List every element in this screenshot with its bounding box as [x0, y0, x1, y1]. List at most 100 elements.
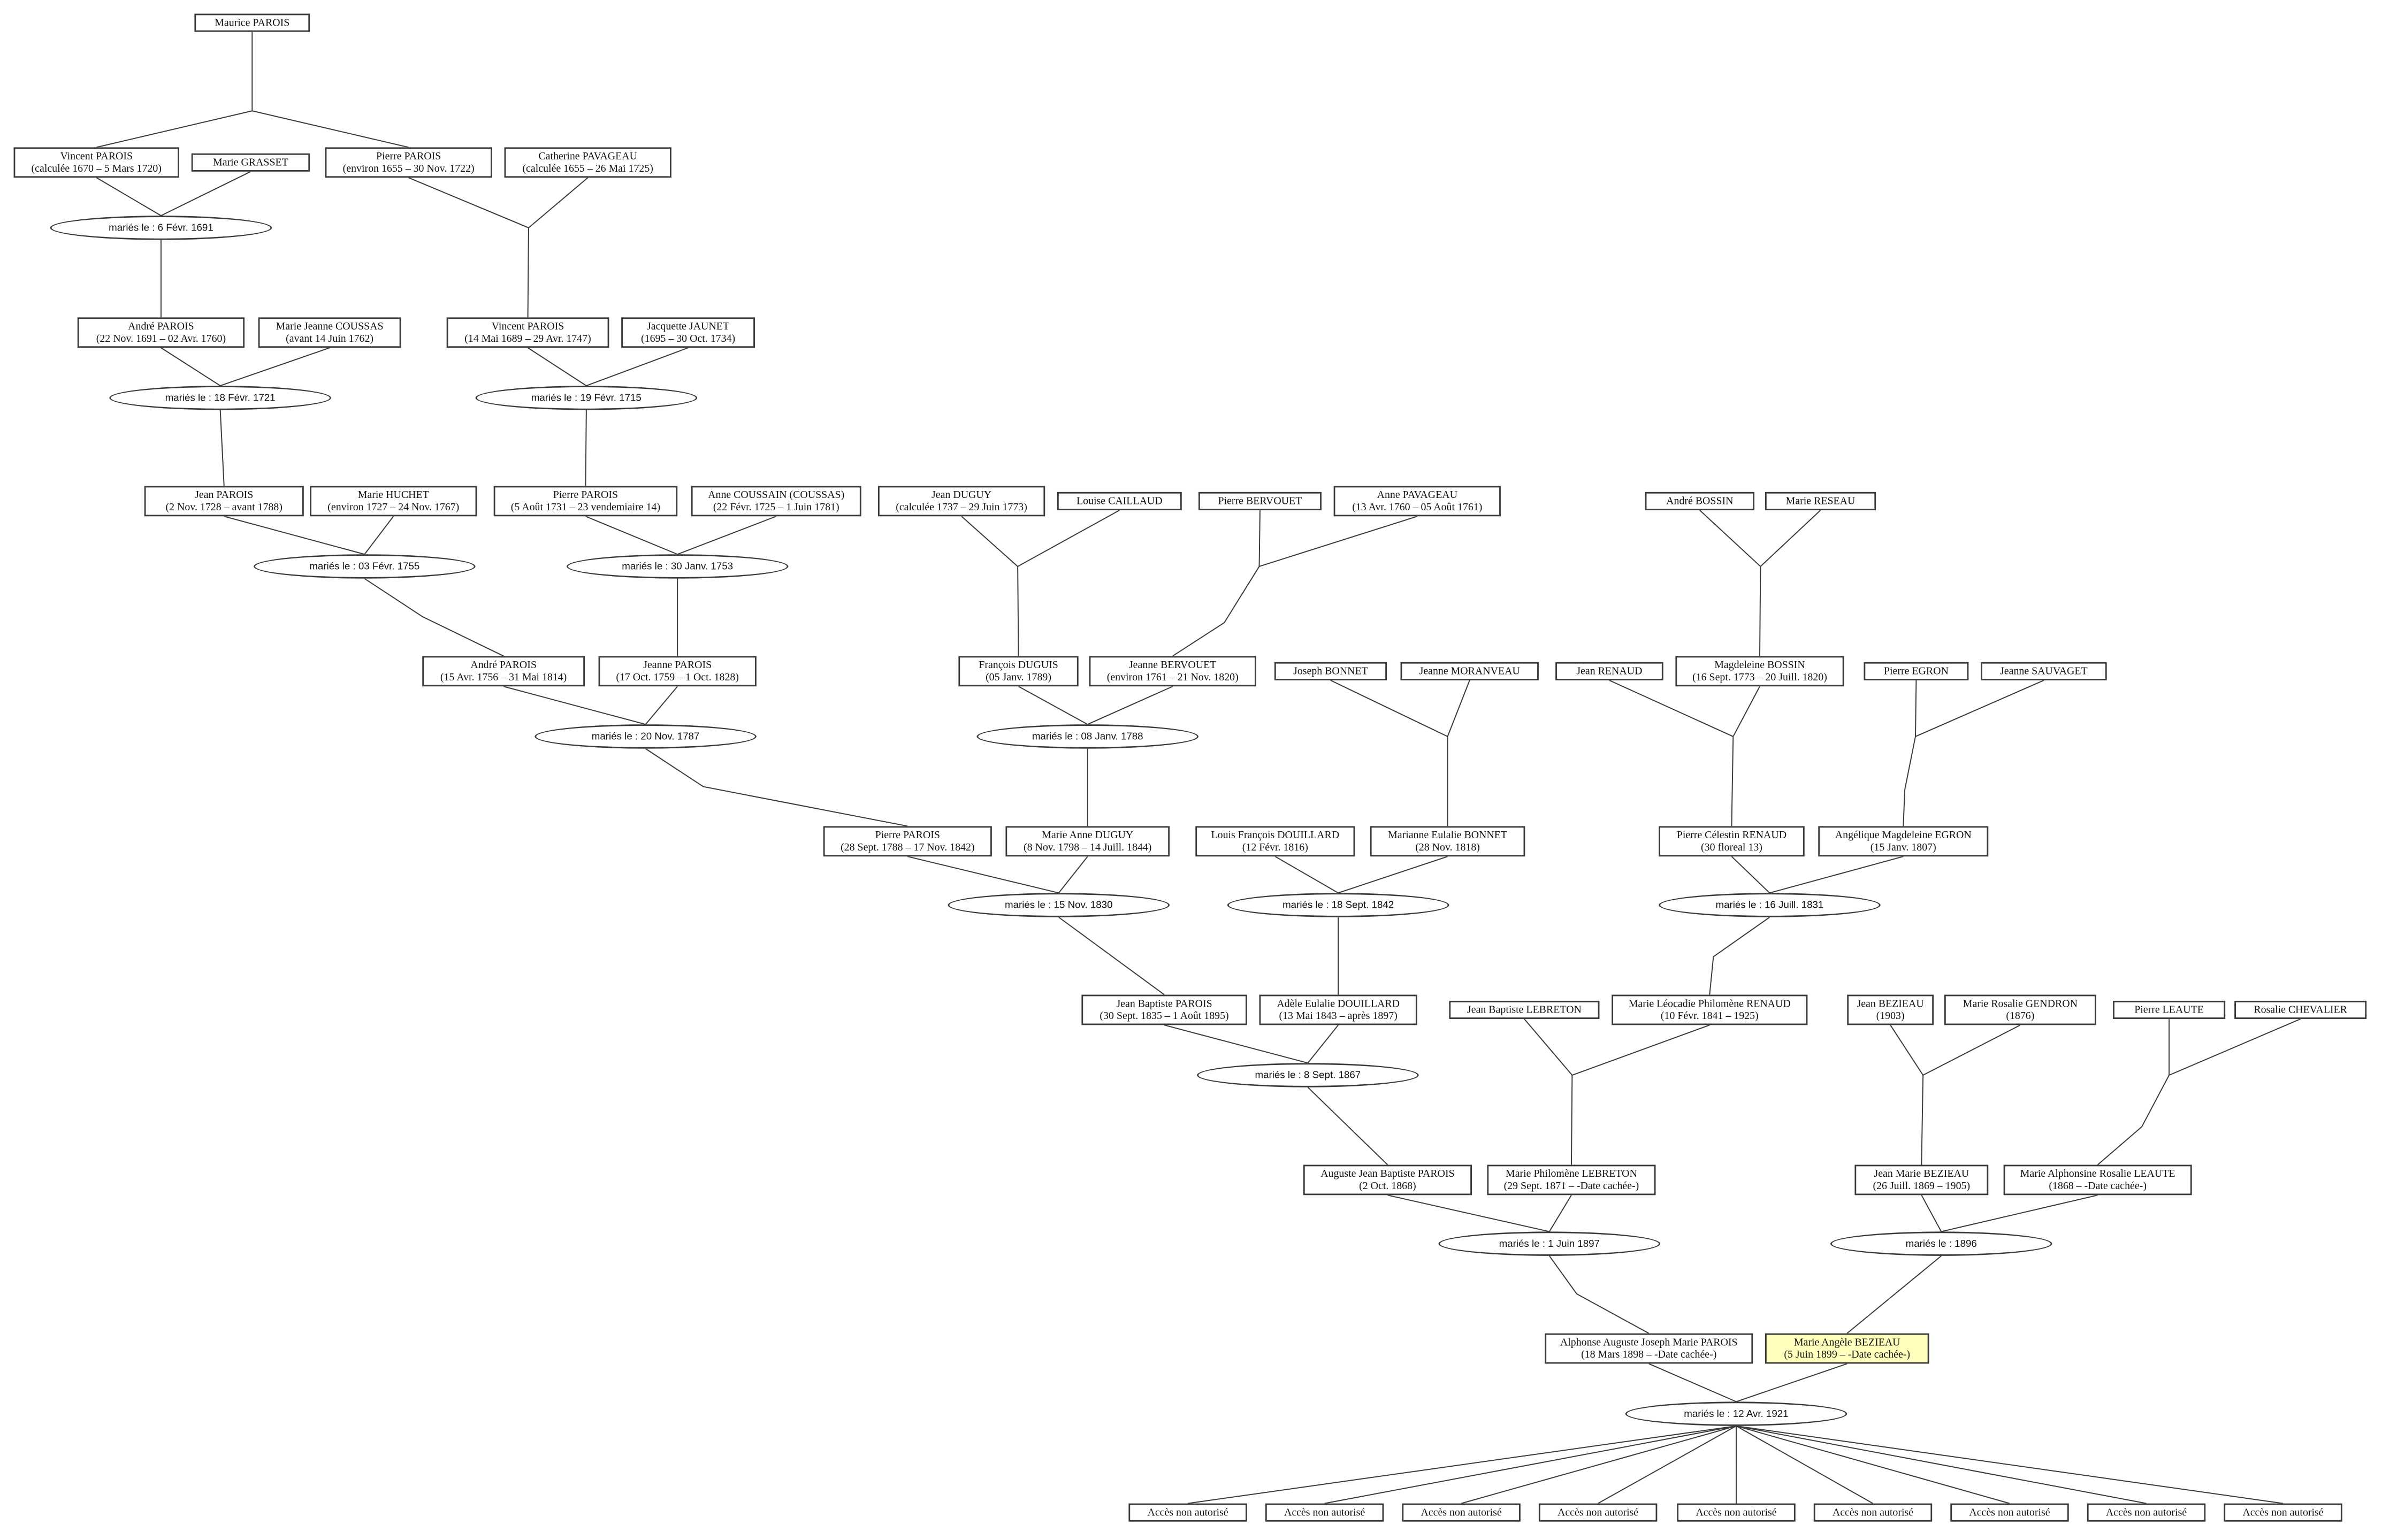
person-pierre1[interactable]: Pierre PAROIS(environ 1655 – 30 Nov. 172… — [325, 147, 492, 178]
person-name: Louis François DOUILLARD — [1211, 829, 1340, 841]
child-restricted[interactable]: Accès non autorisé — [1402, 1503, 1521, 1522]
person-name: Pierre BERVOUET — [1218, 495, 1302, 508]
person-catherine[interactable]: Catherine PAVAGEAU(calculée 1655 – 26 Ma… — [504, 147, 671, 178]
person-dates: (18 Mars 1898 – -Date cachée-) — [1581, 1349, 1717, 1361]
person-dates: (environ 1655 – 30 Nov. 1722) — [342, 162, 475, 175]
person-marie-huchet[interactable]: Marie HUCHET(environ 1727 – 24 Nov. 1767… — [310, 486, 477, 517]
person-jeanne-moranveau[interactable]: Jeanne MORANVEAU — [1400, 662, 1539, 680]
person-dates: (2 Oct. 1868) — [1359, 1179, 1416, 1192]
person-marie-angele[interactable]: Marie Angèle BEZIEAU(5 Juin 1899 – -Date… — [1765, 1333, 1929, 1364]
marriage-1921: mariés le : 12 Avr. 1921 — [1625, 1401, 1847, 1426]
person-pierre-leaute[interactable]: Pierre LEAUTE — [2113, 1000, 2226, 1019]
person-pierre-bervouet[interactable]: Pierre BERVOUET — [1198, 492, 1322, 510]
person-dates: (5 Juin 1899 – -Date cachée-) — [1784, 1349, 1911, 1361]
person-jean-marie-bezieau[interactable]: Jean Marie BEZIEAU(26 Juill. 1869 – 1905… — [1854, 1164, 1989, 1196]
person-jeanne-sauvaget[interactable]: Jeanne SAUVAGET — [1981, 662, 2107, 680]
person-pierre2[interactable]: Pierre PAROIS(5 Août 1731 – 23 vendemiai… — [493, 486, 678, 517]
person-jb-parois[interactable]: Jean Baptiste PAROIS(30 Sept. 1835 – 1 A… — [1081, 994, 1247, 1025]
person-marie-alphonsine[interactable]: Marie Alphonsine Rosalie LEAUTE(1868 – -… — [2003, 1164, 2192, 1196]
marriage-1753: mariés le : 30 Janv. 1753 — [566, 554, 789, 579]
person-jean-parois[interactable]: Jean PAROIS(2 Nov. 1728 – avant 1788) — [144, 486, 304, 517]
person-jean-bezieau[interactable]: Jean BEZIEAU(1903) — [1847, 994, 1934, 1025]
person-vincent2[interactable]: Vincent PAROIS(14 Mai 1689 – 29 Avr. 174… — [446, 317, 609, 348]
person-marie-reseau[interactable]: Marie RESEAU — [1765, 492, 1876, 510]
person-dates: (1876) — [2006, 1009, 2035, 1022]
child-restricted[interactable]: Accès non autorisé — [2224, 1503, 2342, 1522]
person-pierre3[interactable]: Pierre PAROIS(28 Sept. 1788 – 17 Nov. 18… — [823, 826, 992, 857]
child-restricted[interactable]: Accès non autorisé — [1128, 1503, 1247, 1522]
person-vincent1[interactable]: Vincent PAROIS(calculée 1670 – 5 Mars 17… — [13, 147, 180, 178]
child-restricted[interactable]: Accès non autorisé — [2087, 1503, 2206, 1522]
person-dates: (22 Nov. 1691 – 02 Avr. 1760) — [96, 332, 226, 345]
person-marie-rosalie[interactable]: Marie Rosalie GENDRON(1876) — [1944, 994, 2096, 1025]
child-restricted[interactable]: Accès non autorisé — [1677, 1503, 1796, 1522]
marriage-1842: mariés le : 18 Sept. 1842 — [1227, 893, 1449, 917]
person-name: Vincent PAROIS — [60, 150, 133, 163]
person-name: Marie Rosalie GENDRON — [1963, 998, 2078, 1010]
person-marie-leocadie[interactable]: Marie Léocadie Philomène RENAUD(10 Févr.… — [1612, 994, 1808, 1025]
person-francois-duguis[interactable]: François DUGUIS(05 Janv. 1789) — [958, 656, 1079, 687]
person-dates: (14 Mai 1689 – 29 Avr. 1747) — [464, 332, 591, 345]
person-anne-pavageau[interactable]: Anne PAVAGEAU(13 Avr. 1760 – 05 Août 176… — [1333, 486, 1501, 517]
person-marie-grasset[interactable]: Marie GRASSET — [191, 153, 310, 172]
child-restricted[interactable]: Accès non autorisé — [1538, 1503, 1658, 1522]
person-anne-coussain[interactable]: Anne COUSSAIN (COUSSAS)(22 Févr. 1725 – … — [691, 486, 861, 517]
person-jean-duguy[interactable]: Jean DUGUY(calculée 1737 – 29 Juin 1773) — [877, 486, 1045, 517]
person-marianne-bonnet[interactable]: Marianne Eulalie BONNET(28 Nov. 1818) — [1370, 826, 1525, 857]
marriage-1831: mariés le : 16 Juill. 1831 — [1659, 893, 1881, 917]
person-dates: (1903) — [1876, 1009, 1905, 1022]
person-name: Pierre LEAUTE — [2134, 1003, 2204, 1016]
marriage-1691: mariés le : 6 Févr. 1691 — [50, 216, 272, 240]
person-dates: (28 Nov. 1818) — [1415, 841, 1480, 854]
person-name: Jeanne SAUVAGET — [2000, 665, 2088, 678]
person-name: Marie RESEAU — [1785, 495, 1856, 508]
person-pierre-egron[interactable]: Pierre EGRON — [1864, 662, 1969, 680]
person-andre-bossin[interactable]: André BOSSIN — [1645, 492, 1755, 510]
person-dates: (28 Sept. 1788 – 17 Nov. 1842) — [841, 841, 975, 854]
person-name: Jeanne MORANVEAU — [1419, 665, 1520, 678]
person-name: Marie Philomène LEBRETON — [1506, 1168, 1637, 1180]
person-adele[interactable]: Adèle Eulalie DOUILLARD(13 Mai 1843 – ap… — [1259, 994, 1417, 1025]
person-dates: (26 Juill. 1869 – 1905) — [1873, 1179, 1971, 1192]
person-jeanne-bervouet[interactable]: Jeanne BERVOUET(environ 1761 – 21 Nov. 1… — [1089, 656, 1256, 687]
person-name: Jean Baptiste LEBRETON — [1467, 1003, 1582, 1016]
person-jean-renaud[interactable]: Jean RENAUD — [1555, 662, 1663, 680]
marriage-1721: mariés le : 18 Févr. 1721 — [109, 386, 331, 410]
person-louise[interactable]: Louise CAILLAUD — [1057, 492, 1182, 510]
person-name: Jeanne PAROIS — [643, 659, 712, 671]
person-jb-lebreton[interactable]: Jean Baptiste LEBRETON — [1449, 1000, 1600, 1019]
person-andre1[interactable]: André PAROIS(22 Nov. 1691 – 02 Avr. 1760… — [77, 317, 245, 348]
person-dates: (30 Sept. 1835 – 1 Août 1895) — [1100, 1009, 1229, 1022]
person-name: Pierre PAROIS — [875, 829, 940, 841]
person-marie-anne-duguy[interactable]: Marie Anne DUGUY(8 Nov. 1798 – 14 Juill.… — [1005, 826, 1170, 857]
child-restricted[interactable]: Accès non autorisé — [1813, 1503, 1933, 1522]
person-rosalie[interactable]: Rosalie CHEVALIER — [2234, 1000, 2367, 1019]
child-restricted[interactable]: Accès non autorisé — [1950, 1503, 2069, 1522]
person-marie-philomene[interactable]: Marie Philomène LEBRETON(29 Sept. 1871 –… — [1487, 1164, 1656, 1196]
person-alphonse[interactable]: Alphonse Auguste Joseph Marie PAROIS(18 … — [1545, 1333, 1753, 1364]
marriage-1755: mariés le : 03 Févr. 1755 — [254, 554, 476, 579]
person-name: Marie Angèle BEZIEAU — [1793, 1336, 1900, 1349]
person-dates: (29 Sept. 1871 – -Date cachée-) — [1503, 1179, 1639, 1192]
person-mj-coussas[interactable]: Marie Jeanne COUSSAS(avant 14 Juin 1762) — [258, 317, 401, 348]
person-dates: (10 Févr. 1841 – 1925) — [1660, 1009, 1759, 1022]
person-name: Jeanne BERVOUET — [1128, 659, 1217, 671]
person-jeanne-parois[interactable]: Jeanne PAROIS(17 Oct. 1759 – 1 Oct. 1828… — [598, 656, 757, 687]
person-name: Auguste Jean Baptiste PAROIS — [1320, 1168, 1455, 1180]
person-magdeleine[interactable]: Magdeleine BOSSIN(16 Sept. 1773 – 20 Jui… — [1675, 656, 1844, 687]
person-maurice[interactable]: Maurice PAROIS — [194, 13, 310, 32]
person-name: Pierre PAROIS — [553, 489, 619, 501]
person-name: Jean DUGUY — [932, 489, 992, 501]
person-name: Marie Jeanne COUSSAS — [276, 320, 384, 333]
person-pierre-renaud[interactable]: Pierre Célestin RENAUD(30 floreal 13) — [1659, 826, 1805, 857]
person-jacquette[interactable]: Jacquette JAUNET(1695 – 30 Oct. 1734) — [621, 317, 755, 348]
person-name: Jean BEZIEAU — [1857, 998, 1924, 1010]
person-auguste[interactable]: Auguste Jean Baptiste PAROIS(2 Oct. 1868… — [1303, 1164, 1472, 1196]
child-restricted[interactable]: Accès non autorisé — [1265, 1503, 1384, 1522]
person-andre2[interactable]: André PAROIS(15 Avr. 1756 – 31 Mai 1814) — [422, 656, 585, 687]
person-joseph-bonnet[interactable]: Joseph BONNET — [1274, 662, 1387, 680]
person-louis-douillard[interactable]: Louis François DOUILLARD(12 Févr. 1816) — [1195, 826, 1355, 857]
marriage-1867: mariés le : 8 Sept. 1867 — [1197, 1063, 1419, 1087]
person-angelique[interactable]: Angélique Magdeleine EGRON(15 Janv. 1807… — [1818, 826, 1989, 857]
